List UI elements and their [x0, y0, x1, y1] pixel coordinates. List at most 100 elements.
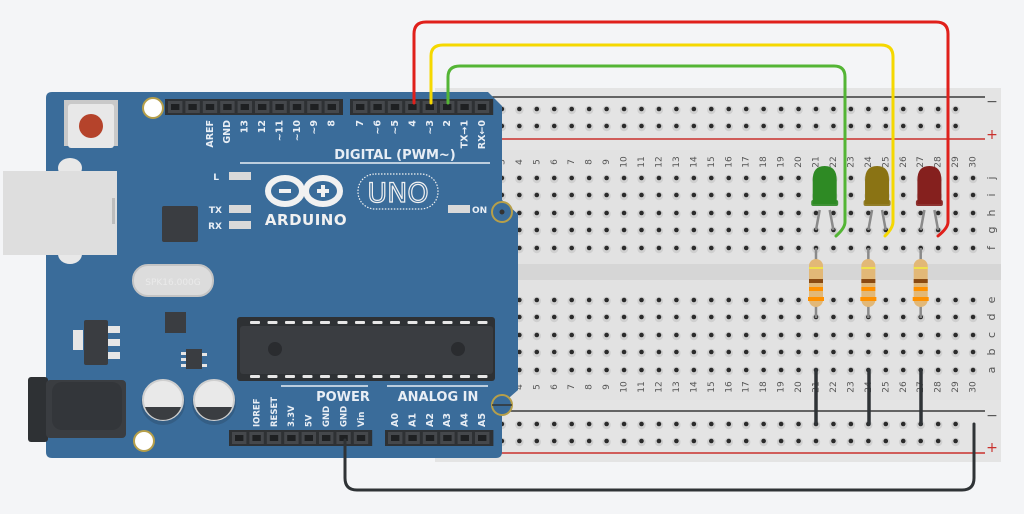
- hole-i7[interactable]: [569, 192, 574, 198]
- hole-h6[interactable]: [551, 210, 557, 216]
- hole-f8[interactable]: [586, 245, 592, 251]
- hole-b25[interactable]: [883, 349, 889, 355]
- rail-hole-1-22[interactable]: [848, 123, 854, 129]
- hole-i17[interactable]: [743, 192, 749, 198]
- rail-hole-1-6[interactable]: [569, 123, 574, 129]
- rail-hole-1-20[interactable]: [813, 123, 819, 129]
- rail-hole-2-12[interactable]: [674, 421, 679, 427]
- hole-d23[interactable]: [848, 314, 854, 320]
- hole-d29[interactable]: [953, 314, 958, 320]
- hole-f7[interactable]: [569, 245, 574, 251]
- hole-a10[interactable]: [621, 367, 627, 373]
- hole-j23[interactable]: [848, 175, 854, 181]
- hole-c21[interactable]: [813, 332, 819, 338]
- rail-hole-0-12[interactable]: [674, 106, 679, 112]
- hole-a15[interactable]: [709, 367, 714, 373]
- rail-hole-2-8[interactable]: [604, 421, 609, 427]
- wire-red[interactable]: [412, 20, 950, 238]
- analog-header[interactable]: [385, 430, 494, 446]
- resistor-3[interactable]: [912, 248, 929, 318]
- rail-hole-1-11[interactable]: [656, 123, 662, 129]
- hole-a5[interactable]: [534, 367, 540, 373]
- hole-b16[interactable]: [726, 349, 732, 355]
- hole-j14[interactable]: [691, 175, 697, 181]
- hole-d30[interactable]: [970, 314, 976, 320]
- hole-e10[interactable]: [621, 297, 627, 303]
- rail-hole-2-15[interactable]: [726, 421, 732, 427]
- hole-g10[interactable]: [621, 227, 627, 233]
- hole-e22[interactable]: [831, 297, 836, 303]
- hole-a19[interactable]: [778, 367, 784, 373]
- hole-j8[interactable]: [586, 175, 592, 181]
- hole-d15[interactable]: [709, 314, 714, 320]
- hole-e8[interactable]: [586, 297, 592, 303]
- rail-hole-3-19[interactable]: [796, 438, 801, 444]
- hole-e30[interactable]: [970, 297, 976, 303]
- rail-hole-2-18[interactable]: [778, 421, 784, 427]
- hole-j29[interactable]: [953, 175, 958, 181]
- rail-hole-3-23[interactable]: [866, 438, 871, 444]
- hole-f11[interactable]: [639, 245, 644, 251]
- rail-hole-0-6[interactable]: [569, 106, 574, 112]
- reset-button[interactable]: [64, 100, 118, 148]
- hole-e4[interactable]: [517, 297, 522, 303]
- hole-h14[interactable]: [691, 210, 697, 216]
- hole-f28[interactable]: [935, 245, 941, 251]
- hole-d22[interactable]: [831, 314, 836, 320]
- hole-c10[interactable]: [621, 332, 627, 338]
- hole-c19[interactable]: [778, 332, 784, 338]
- hole-b30[interactable]: [970, 349, 976, 355]
- hole-f17[interactable]: [743, 245, 749, 251]
- rail-hole-2-5[interactable]: [551, 421, 557, 427]
- rail-hole-0-4[interactable]: [534, 106, 540, 112]
- hole-d26[interactable]: [900, 314, 906, 320]
- hole-f18[interactable]: [761, 245, 766, 251]
- hole-a4[interactable]: [517, 367, 522, 373]
- hole-h7[interactable]: [569, 210, 574, 216]
- hole-d5[interactable]: [534, 314, 540, 320]
- hole-h22[interactable]: [831, 210, 836, 216]
- digital-header-right[interactable]: [350, 99, 494, 115]
- hole-i15[interactable]: [709, 192, 714, 198]
- hole-d10[interactable]: [621, 314, 627, 320]
- rail-hole-1-8[interactable]: [604, 123, 609, 129]
- rail-hole-0-15[interactable]: [726, 106, 732, 112]
- hole-i10[interactable]: [621, 192, 627, 198]
- hole-c29[interactable]: [953, 332, 958, 338]
- hole-c9[interactable]: [604, 332, 609, 338]
- hole-h24[interactable]: [866, 210, 871, 216]
- hole-d6[interactable]: [551, 314, 557, 320]
- rail-hole-1-14[interactable]: [709, 123, 714, 129]
- hole-d7[interactable]: [569, 314, 574, 320]
- hole-j4[interactable]: [517, 175, 522, 181]
- hole-h25[interactable]: [883, 210, 889, 216]
- hole-e6[interactable]: [551, 297, 557, 303]
- rail-hole-0-23[interactable]: [866, 106, 871, 112]
- rail-hole-3-4[interactable]: [534, 438, 540, 444]
- rail-hole-1-15[interactable]: [726, 123, 732, 129]
- hole-c27[interactable]: [918, 332, 923, 338]
- wire-ground[interactable]: [343, 422, 976, 492]
- hole-i4[interactable]: [517, 192, 522, 198]
- hole-i29[interactable]: [953, 192, 958, 198]
- rail-hole-2-28[interactable]: [953, 421, 958, 427]
- hole-a14[interactable]: [691, 367, 697, 373]
- rail-hole-1-4[interactable]: [534, 123, 540, 129]
- rail-hole-1-21[interactable]: [831, 123, 836, 129]
- hole-f12[interactable]: [656, 245, 662, 251]
- rail-hole-2-25[interactable]: [900, 421, 906, 427]
- hole-h19[interactable]: [778, 210, 784, 216]
- hole-e13[interactable]: [674, 297, 679, 303]
- hole-e15[interactable]: [709, 297, 714, 303]
- hole-d9[interactable]: [604, 314, 609, 320]
- hole-c28[interactable]: [935, 332, 941, 338]
- rail-hole-2-3[interactable]: [517, 421, 522, 427]
- rail-hole-1-25[interactable]: [900, 123, 906, 129]
- hole-i18[interactable]: [761, 192, 766, 198]
- hole-a7[interactable]: [569, 367, 574, 373]
- hole-b19[interactable]: [778, 349, 784, 355]
- rail-hole-3-24[interactable]: [883, 438, 889, 444]
- hole-i20[interactable]: [796, 192, 801, 198]
- hole-a22[interactable]: [831, 367, 836, 373]
